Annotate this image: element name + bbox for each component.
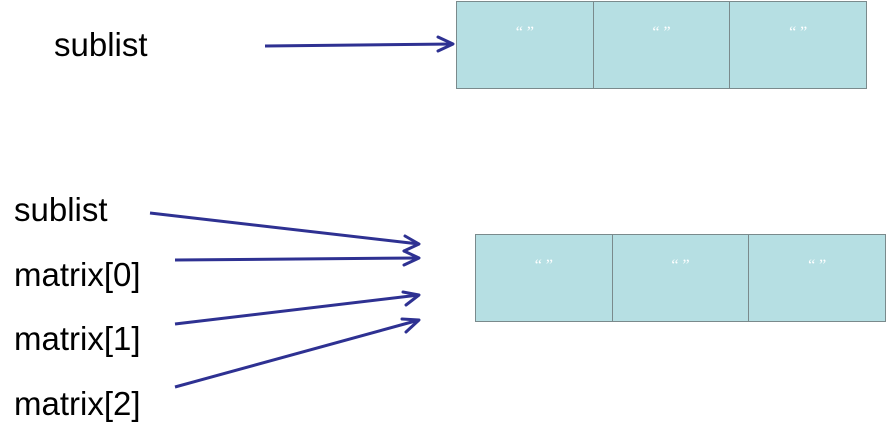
shared-list-box: “ ” “ ” “ ” <box>475 234 887 322</box>
matrix-2-arrow <box>174 317 421 389</box>
matrix-1-label: matrix[1] <box>14 320 141 357</box>
shared-list-cell: “ ” <box>475 234 613 322</box>
top-list-box: “ ” “ ” “ ” <box>456 1 868 89</box>
top-list-cell: “ ” <box>593 1 731 89</box>
shared-list-cell: “ ” <box>612 234 750 322</box>
matrix-0-label: matrix[0] <box>14 256 141 293</box>
matrix-1-arrow <box>174 290 421 326</box>
top-sublist-arrow <box>264 35 455 53</box>
sublist-arrow <box>149 211 421 253</box>
matrix-2-label: matrix[2] <box>14 385 141 422</box>
top-sublist-label: sublist <box>54 26 148 63</box>
top-list-cell: “ ” <box>730 1 868 89</box>
top-list-cell: “ ” <box>456 1 594 89</box>
shared-list-cell: “ ” <box>749 234 887 322</box>
matrix-0-arrow <box>174 249 421 267</box>
bottom-sublist-label: sublist <box>14 191 108 228</box>
